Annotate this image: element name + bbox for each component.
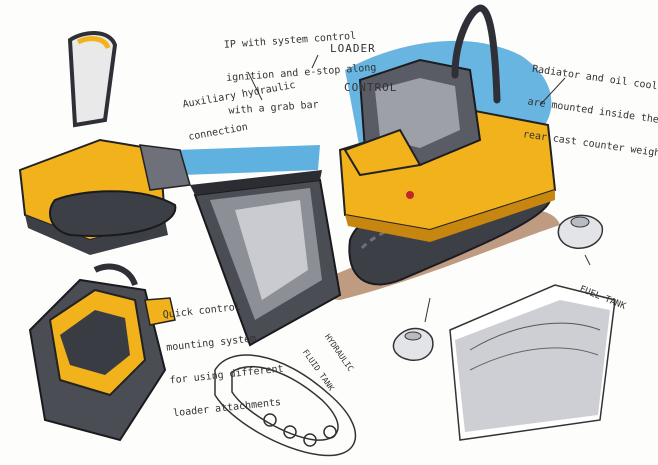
annotation-line: CONTROL [344,81,398,94]
annotation-line: LOADER [330,42,376,55]
annotation-line: rear cast counter weight [522,129,658,161]
annotation-line: FLUID TANK [300,347,336,393]
annotation-quick-control: Quick control mounting system for using … [160,276,290,441]
annotation-line: Quick control [162,301,242,321]
annotation-arrows [247,54,591,323]
annotation-line: for using different [169,363,285,387]
front-view-loader-sketch [28,263,176,442]
side-view-loader-sketch [18,31,191,255]
hydraulic-tank-sketch [392,327,434,361]
annotation-line: Radiator and oil cooler [531,63,658,94]
annotation-line: FUEL TANK [578,284,627,312]
annotation-line: connection [187,121,249,143]
bucket-line-sketch [449,284,616,441]
track-line-sketch [214,354,357,457]
annotation-line: Auxiliary hydraulic [181,79,297,111]
annotation-line: mounting system [165,333,257,354]
annotation-line: loader attachments [172,397,282,420]
annotation-loader-control: LOADER CONTROL [330,16,397,120]
fuel-tank-sketch [557,214,604,249]
annotation-radiator: Radiator and oil cooler are mounted insi… [519,42,658,182]
annotation-line: are mounted inside the [526,96,658,126]
main-loader-sketch [190,4,557,347]
annotation-line: HYDRAULIC [322,332,356,374]
